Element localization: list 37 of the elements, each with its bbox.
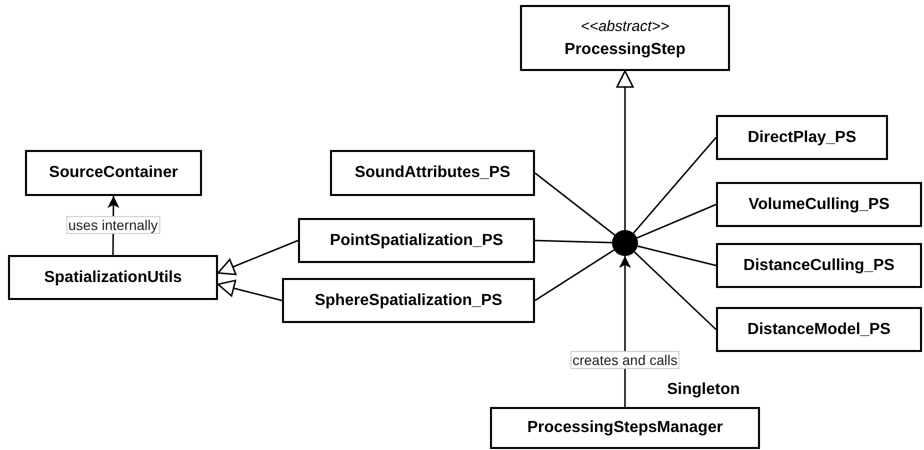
class-box [25,150,202,196]
class-box [716,307,922,352]
edge-label: uses internally [66,216,160,234]
class-box [520,5,730,71]
connector-line [534,249,614,302]
class-name: SoundAttributes_PS [354,164,510,182]
edge-label: creates and calls [570,351,680,369]
stereotype-note: Singleton [667,381,740,399]
junction-circle [612,230,638,256]
class-name: DirectPlay_PS [748,128,856,146]
class-box [716,182,922,227]
class-name: PointSpatialization_PS [330,232,504,250]
class-name: ProcessingStep [564,40,686,58]
class-box [8,255,218,300]
arrow [619,256,631,407]
class-name: DistanceModel_PS [747,320,891,338]
connector-line [637,245,716,266]
stereotype-label: <<abstract>> [580,18,670,34]
connector-line [632,137,717,234]
class-name: SpatializationUtils [44,268,182,286]
inheritance-arrow [616,70,634,230]
class-name: ProcessingStepsManager [527,419,723,437]
connector-line [634,251,717,330]
class-box [716,115,888,160]
class-name: SphereSpatialization_PS [314,292,502,310]
class-name: DistanceCulling_PS [743,256,895,274]
class-name: SourceContainer [49,164,178,182]
class-box [282,278,535,323]
inheritance-arrow [217,240,298,276]
class-box [330,150,535,196]
class-name: VolumeCulling_PS [748,196,890,214]
connector-line [534,240,612,244]
inheritance-arrow [217,280,282,302]
class-box [716,243,922,288]
class-box [298,218,535,263]
connector-line [534,172,616,236]
connector-line [636,204,716,239]
